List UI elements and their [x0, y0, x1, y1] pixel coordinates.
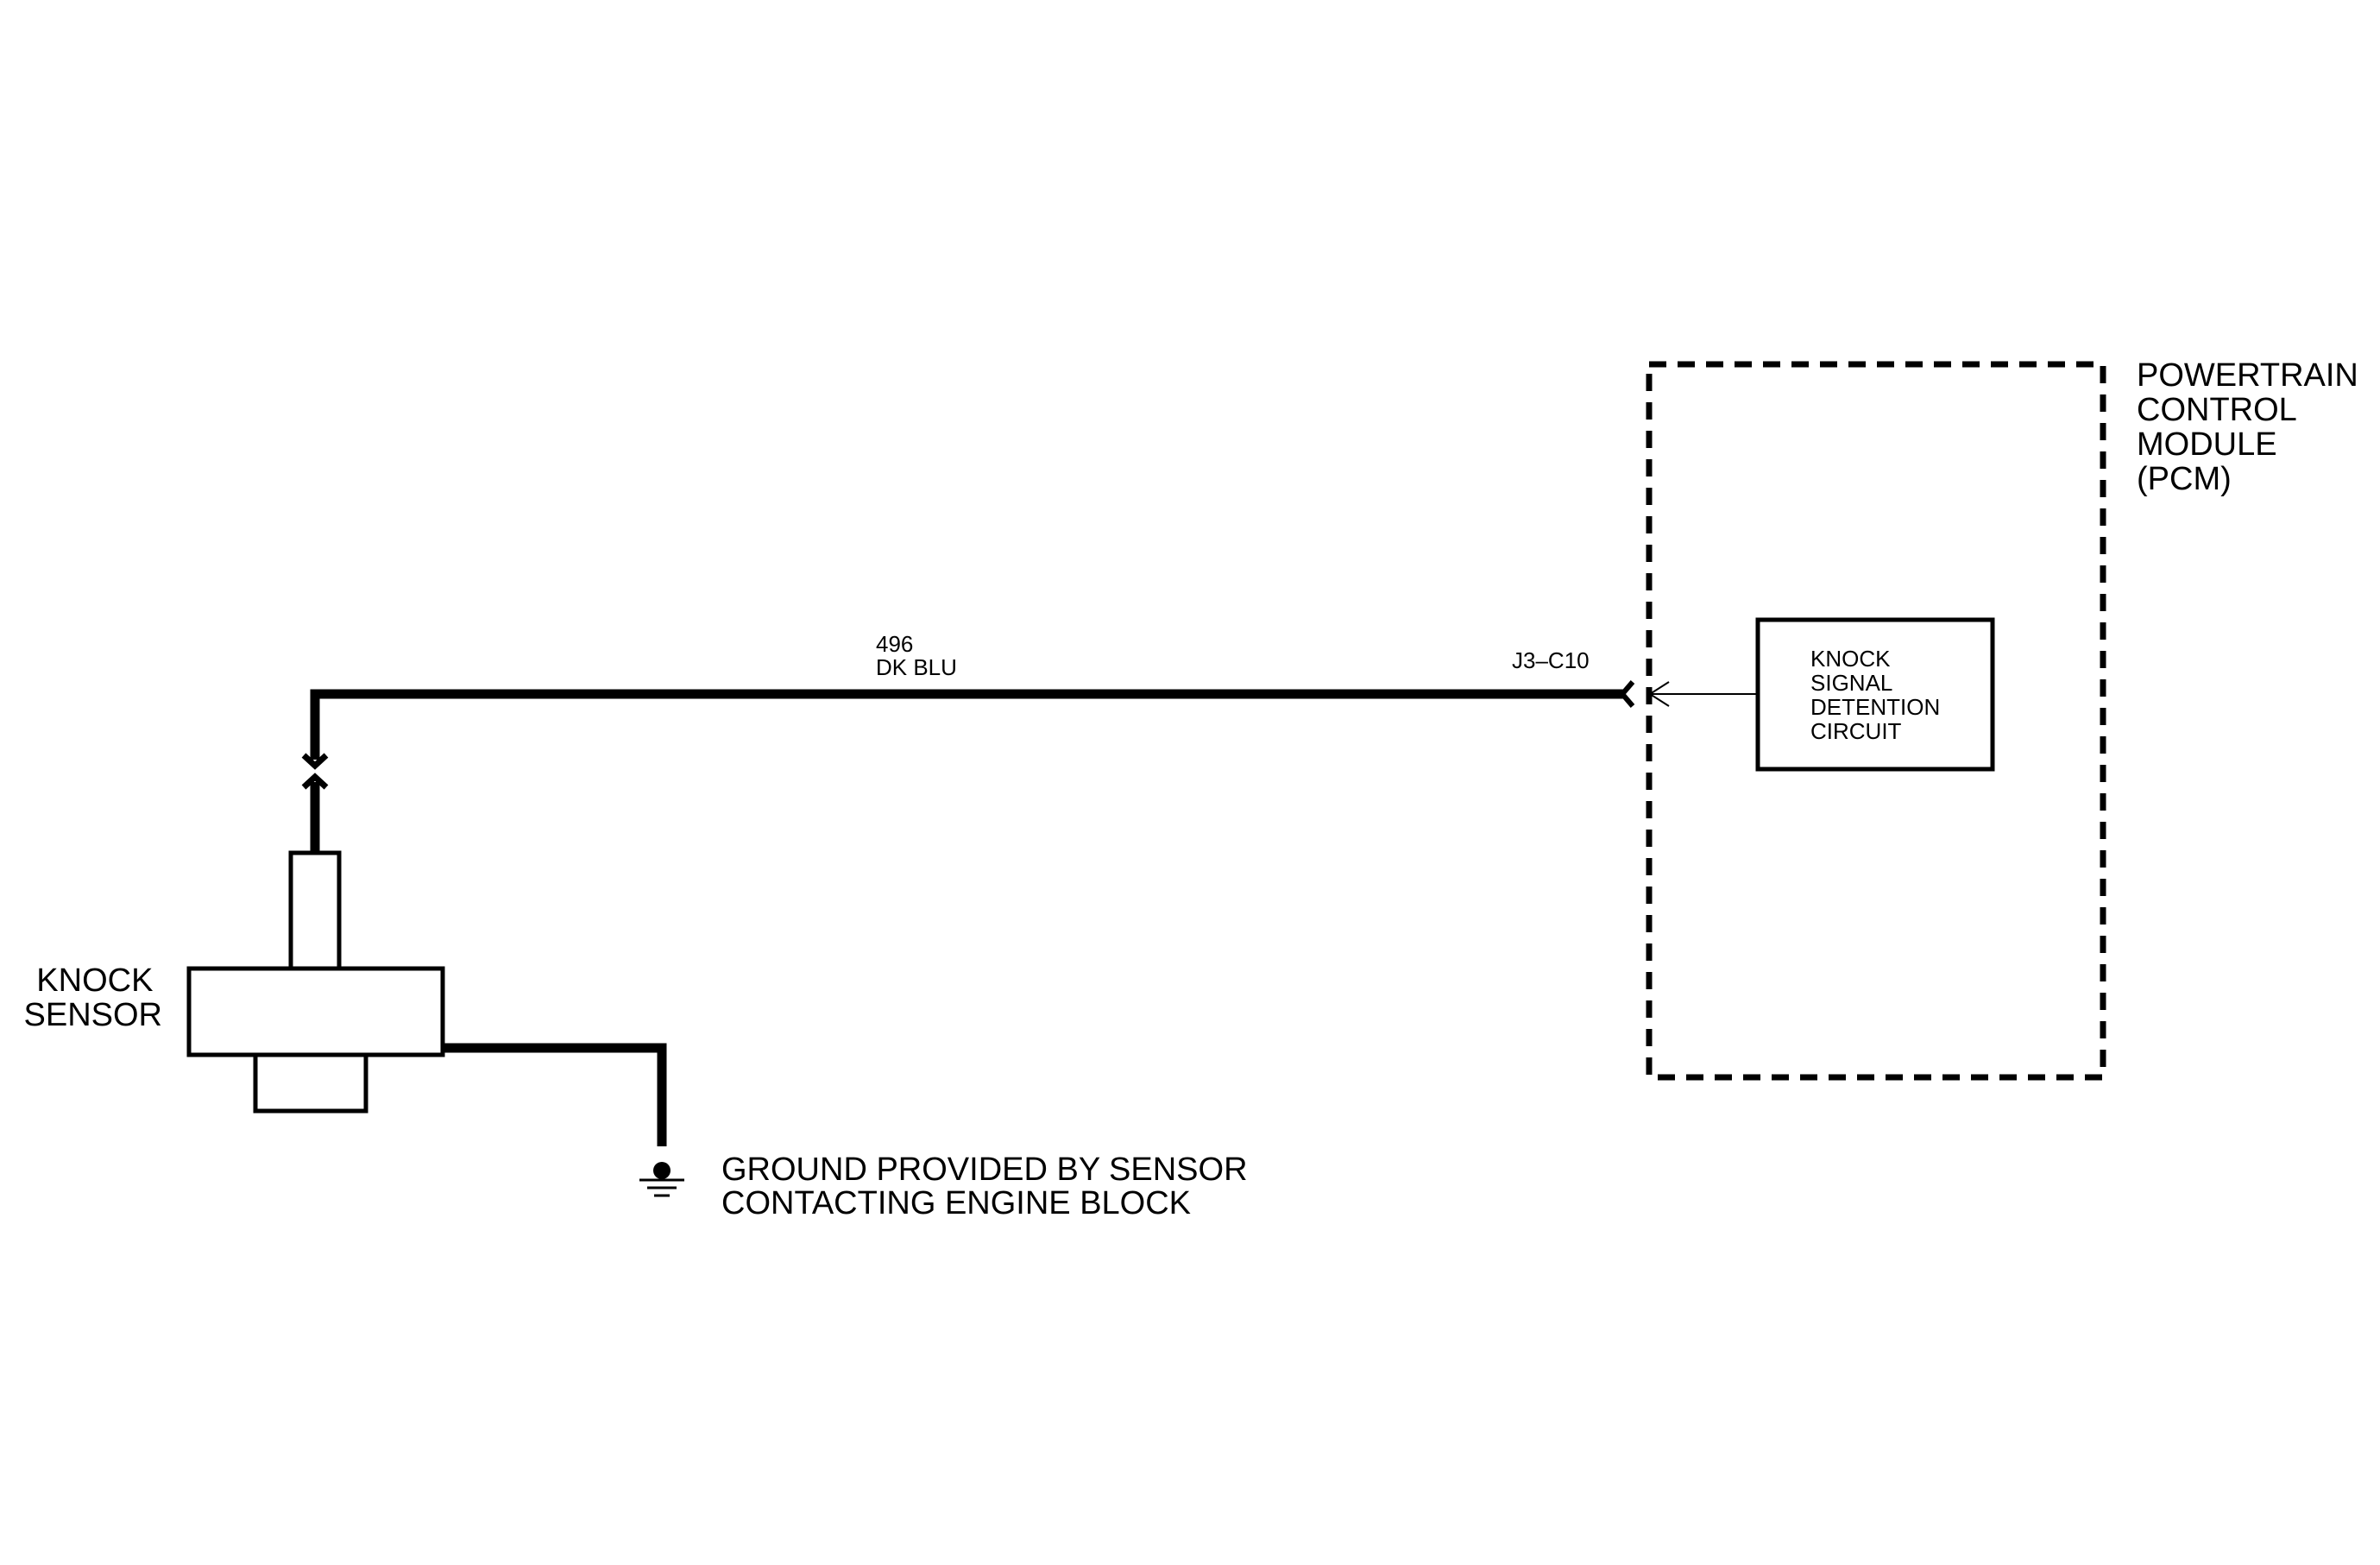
detection-circuit-label-line: KNOCK [1810, 646, 1891, 672]
sensor-label-line: KNOCK [36, 962, 153, 999]
connector-pin-label: J3–C10 [1512, 647, 1590, 673]
ground-label-line: GROUND PROVIDED BY SENSOR [721, 1152, 1248, 1188]
sensor-label-line: SENSOR [24, 997, 162, 1033]
wire-496 [310, 689, 1626, 760]
pcm-label-line: CONTROL [2137, 392, 2296, 428]
pcm-label-line: MODULE [2137, 426, 2277, 463]
pcm-label-line: (PCM) [2137, 461, 2232, 497]
ground-symbol-icon [639, 1162, 684, 1197]
detection-circuit-label: KNOCK SIGNAL DETENTION CIRCUIT [1810, 646, 1946, 744]
detection-circuit-label-line: SIGNAL [1810, 670, 1892, 696]
inline-connector-male [301, 773, 329, 790]
pcm-boundary [1646, 361, 2106, 1081]
sensor-stem [288, 850, 342, 973]
inline-connector-female [301, 753, 329, 770]
ground-wire [443, 1043, 667, 1146]
detection-circuit-label-line: DETENTION [1810, 694, 1940, 720]
detection-circuit-label-line: CIRCUIT [1810, 718, 1902, 744]
ground-label-line: CONTACTING ENGINE BLOCK [721, 1185, 1191, 1221]
sensor-label: KNOCK SENSOR [24, 962, 162, 1033]
sensor-body [186, 966, 445, 1057]
wire-circuit-number: 496 [876, 631, 913, 657]
pcm-label: POWERTRAIN CONTROL MODULE (PCM) [2137, 357, 2367, 497]
ground-label: GROUND PROVIDED BY SENSOR CONTACTING ENG… [721, 1152, 1256, 1221]
wire-color-label: DK BLU [876, 654, 957, 680]
sensor-base [253, 1052, 368, 1114]
signal-arrowhead [1648, 681, 1670, 707]
pcm-label-line: POWERTRAIN [2137, 357, 2358, 394]
